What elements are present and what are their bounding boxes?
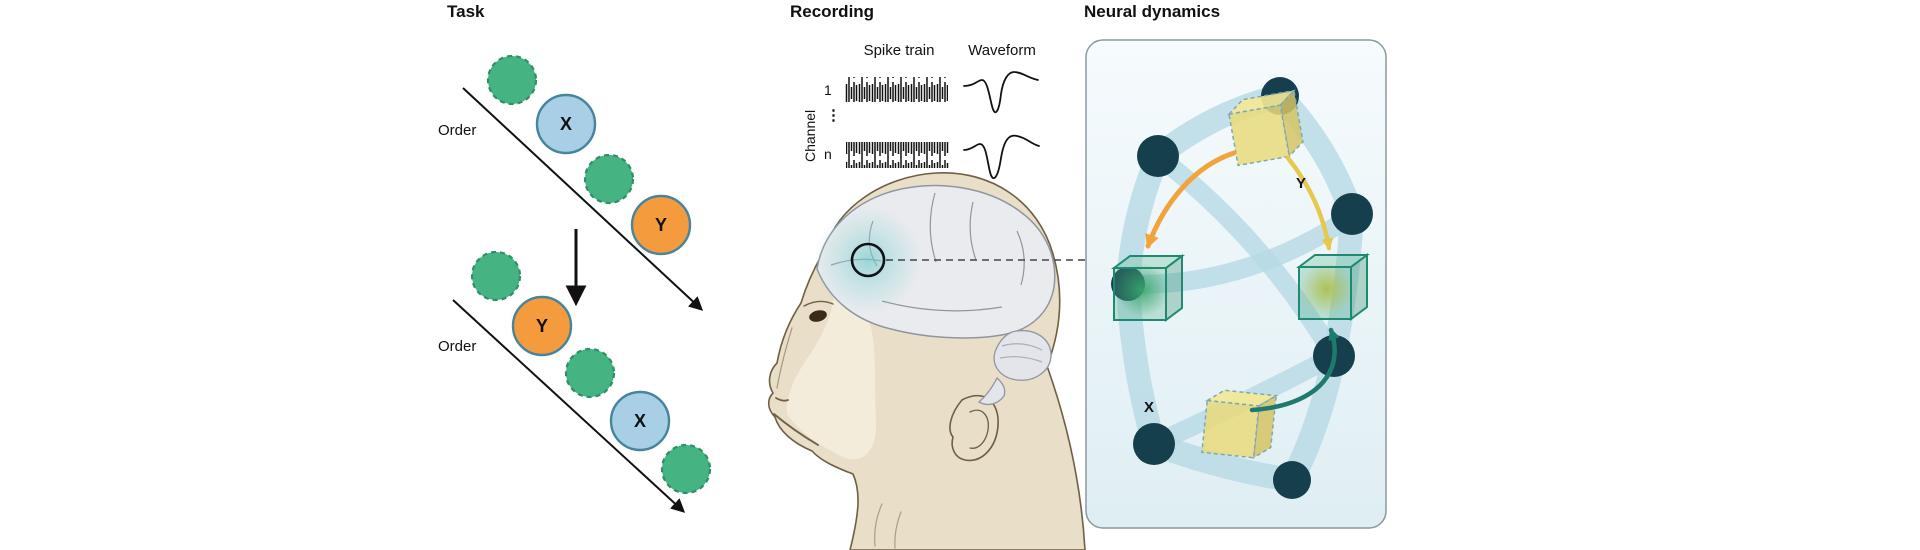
subspace-cube-right-green [1296,253,1370,321]
order-arrow-2 [452,299,686,513]
neural-label-y: Y [1296,175,1306,192]
distractor-circle [583,153,635,205]
recording-site-glow [814,206,922,314]
stimulus-x-circle [609,390,671,452]
stimulus-y-circle [511,295,573,357]
monkey-brow [803,300,834,307]
sequence-1: X Y [462,54,704,311]
channel-1-label: 1 [824,82,832,98]
task-panel-graphic: X Y Y X [452,54,712,513]
stimulus-x-letter: X [634,411,646,431]
yellow-transform-arrow [1285,155,1334,251]
order-label-sequence2: Order [438,338,477,355]
sulcus-line [1016,230,1025,286]
cube-front-face [1201,399,1260,459]
network-node [1137,135,1179,177]
subspace-cube-left-green [1111,254,1185,322]
yellow-glow [1300,262,1354,316]
subspace-cube-top-yellow [1226,88,1304,167]
cube-front-face [1298,266,1352,320]
spike-train-label: Spike train [863,42,935,59]
cube-side-face [1350,253,1368,321]
subspace-cube-bottom-yellow [1201,389,1279,460]
monkey-ear [949,394,999,462]
sequence-2: Y X [452,250,712,513]
task-panel-title: Task [447,2,485,21]
network-node [1133,423,1175,465]
monkey-head-illustration [767,172,1086,550]
waveform-channel-n [963,134,1040,180]
cube-side-face [1279,88,1304,158]
monkey-fur-stroke [874,503,883,547]
network-node [1331,193,1373,235]
monkey-nostril [775,397,789,402]
teal-transform-arrow [1249,327,1340,413]
distractor-circle [470,250,522,302]
recording-site-ring [850,242,886,278]
orange-transform-arrow [1145,150,1237,249]
distractor-circle [564,347,616,399]
cube-front-face [1113,267,1167,321]
stimulus-y-letter: Y [655,215,667,235]
cube-top-face [1226,89,1297,116]
monkey-mouth [773,413,819,446]
waveform-channel-1 [963,71,1039,114]
stimulus-y-circle [630,194,692,256]
cube-side-face [1165,254,1183,322]
waveform-label: Waveform [968,42,1036,59]
brainstem [977,376,1006,406]
cerebellum [993,330,1052,381]
cube-front-face [1228,104,1291,167]
neural-label-x: X [1144,399,1154,416]
recording-panel-graphic [845,71,1040,180]
network-node [1273,461,1311,499]
sulcus-line [969,201,977,261]
neural-dynamics-panel: Y X [1085,39,1387,529]
channel-ellipsis: ⋮ [826,107,841,124]
stimulus-y-letter: Y [536,316,548,336]
monkey-eye [809,310,827,322]
order-arrow-1 [462,87,704,311]
monkey-fur-stroke [894,511,902,549]
sulcus-line [929,192,937,263]
network-edge [1148,146,1344,366]
distractor-circle [486,54,538,106]
order-label-sequence1: Order [438,122,477,139]
spike-train-channel-n [846,142,949,168]
spike-train-channel-1 [845,77,948,102]
cerebellum-line [1001,343,1043,351]
channel-n-label: n [824,146,832,162]
distractor-circle [660,443,712,495]
green-glow [1115,263,1169,317]
monkey-nose-line [776,327,793,389]
recording-panel-title: Recording [790,2,875,21]
monkey-ear-inner [969,409,989,449]
neural-panel-title: Neural dynamics [1084,2,1221,21]
cerebellum-line [999,356,1043,363]
stimulus-x-letter: X [560,114,572,134]
stimulus-x-circle [535,93,597,155]
